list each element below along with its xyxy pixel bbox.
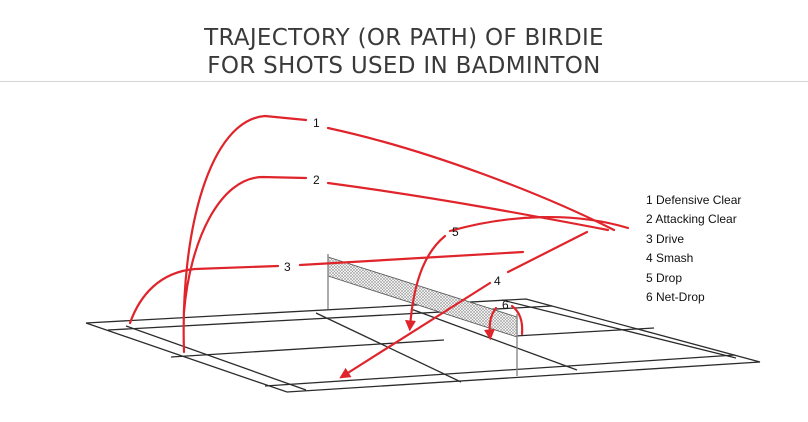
- trajectory-net-drop: [483, 306, 498, 341]
- legend-item-smash: 4 Smash: [646, 251, 694, 266]
- shot-label-2: 2: [313, 173, 320, 187]
- court: [85, 298, 761, 393]
- trajectory-drop: [405, 234, 447, 332]
- shot-label-1: 1: [313, 116, 320, 130]
- title-line-1: TRAJECTORY (OR PATH) OF BIRDIE: [204, 25, 604, 51]
- net: [327, 254, 518, 376]
- trajectory-defensive-clear-cont: [326, 126, 616, 232]
- trajectory-drive-cont: [298, 250, 525, 267]
- trajectory-drive: [128, 264, 280, 325]
- title-divider: [0, 81, 808, 82]
- court-line-center-near: [170, 339, 445, 358]
- trajectory-smash: [506, 230, 589, 274]
- trajectory-attacking-clear: [182, 175, 308, 314]
- trajectory-drop-cont: [448, 216, 630, 233]
- trajectory-net-drop-cont: [510, 304, 524, 336]
- title-line-2: FOR SHOTS USED IN BADMINTON: [207, 53, 601, 79]
- legend-item-drop: 5 Drop: [646, 270, 683, 285]
- court-line-back-service-near: [125, 325, 307, 391]
- legend-item-defensive-clear: 1 Defensive Clear: [646, 193, 742, 207]
- trajectory-smash-cont: [339, 281, 492, 379]
- shot-label-4: 4: [494, 274, 501, 288]
- diagram-title: TRAJECTORY (OR PATH) OF BIRDIE FOR SHOTS…: [0, 24, 808, 80]
- court-line-inner-right: [264, 354, 736, 387]
- court-line-center-far: [514, 327, 655, 337]
- legend-item-drive: 3 Drive: [646, 231, 685, 246]
- trajectory-attacking-clear-cont: [326, 181, 610, 232]
- legend-item-attacking-clear: 2 Attacking Clear: [646, 212, 737, 227]
- court-line-back-service-far: [501, 299, 737, 359]
- legend-item-net-drop: 6 Net-Drop: [646, 290, 705, 305]
- shot-label-5: 5: [452, 225, 459, 239]
- shot-label-3: 3: [284, 260, 291, 274]
- court-outline: [85, 298, 761, 393]
- shot-legend: 1 Defensive Clear 2 Attacking Clear 3 Dr…: [646, 191, 741, 307]
- shot-label-6: 6: [502, 298, 509, 312]
